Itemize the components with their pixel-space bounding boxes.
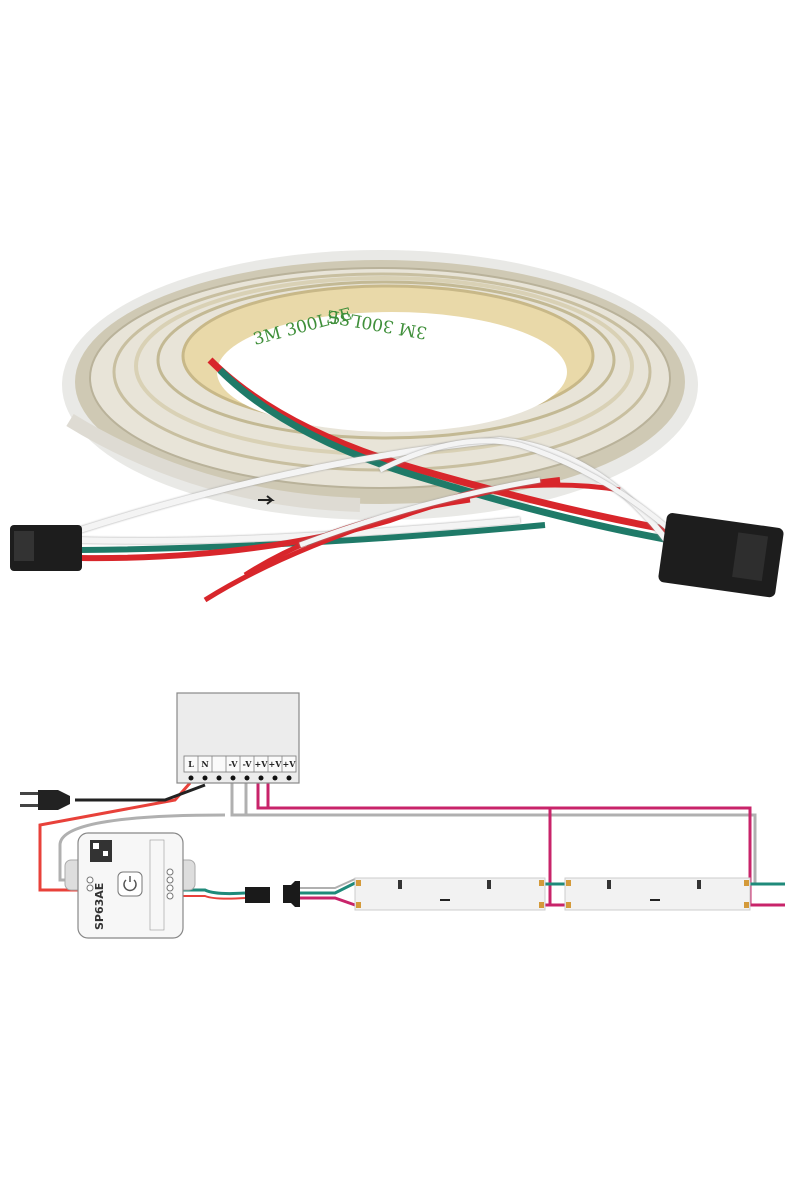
terminal [281, 755, 297, 773]
connector-left [10, 525, 82, 571]
terminal-label: -V [243, 759, 253, 769]
terminal-screw [216, 775, 222, 781]
terminal-screw [272, 775, 278, 781]
wiring-lines [38, 782, 785, 907]
power-supply [176, 692, 300, 784]
terminal-label: L [188, 759, 194, 769]
arrow-icon [258, 495, 275, 505]
controller-model: SP63AE [93, 883, 106, 930]
power-icon [123, 876, 137, 892]
terminal-screw [286, 775, 292, 781]
terminal-label: N [201, 759, 208, 769]
terminal-screw [188, 775, 194, 781]
connector-right [658, 513, 784, 598]
terminal-label: +V [283, 759, 297, 769]
terminal-screw [230, 775, 236, 781]
terminal-screw [244, 775, 250, 781]
power-button[interactable] [117, 871, 143, 897]
led-strip-segment-1 [354, 877, 546, 911]
jst-connector-pair [245, 881, 300, 907]
terminal-label: +V [255, 759, 269, 769]
terminal-screw [202, 775, 208, 781]
controller: SP63AE [64, 832, 196, 939]
terminal-label: +V [269, 759, 283, 769]
cable-bundle [79, 357, 673, 603]
terminal-label: -V [229, 759, 239, 769]
led-strip-segment-2 [564, 877, 751, 911]
power-plug [20, 790, 70, 810]
terminal-screw [258, 775, 264, 781]
coil-hole [217, 312, 567, 432]
